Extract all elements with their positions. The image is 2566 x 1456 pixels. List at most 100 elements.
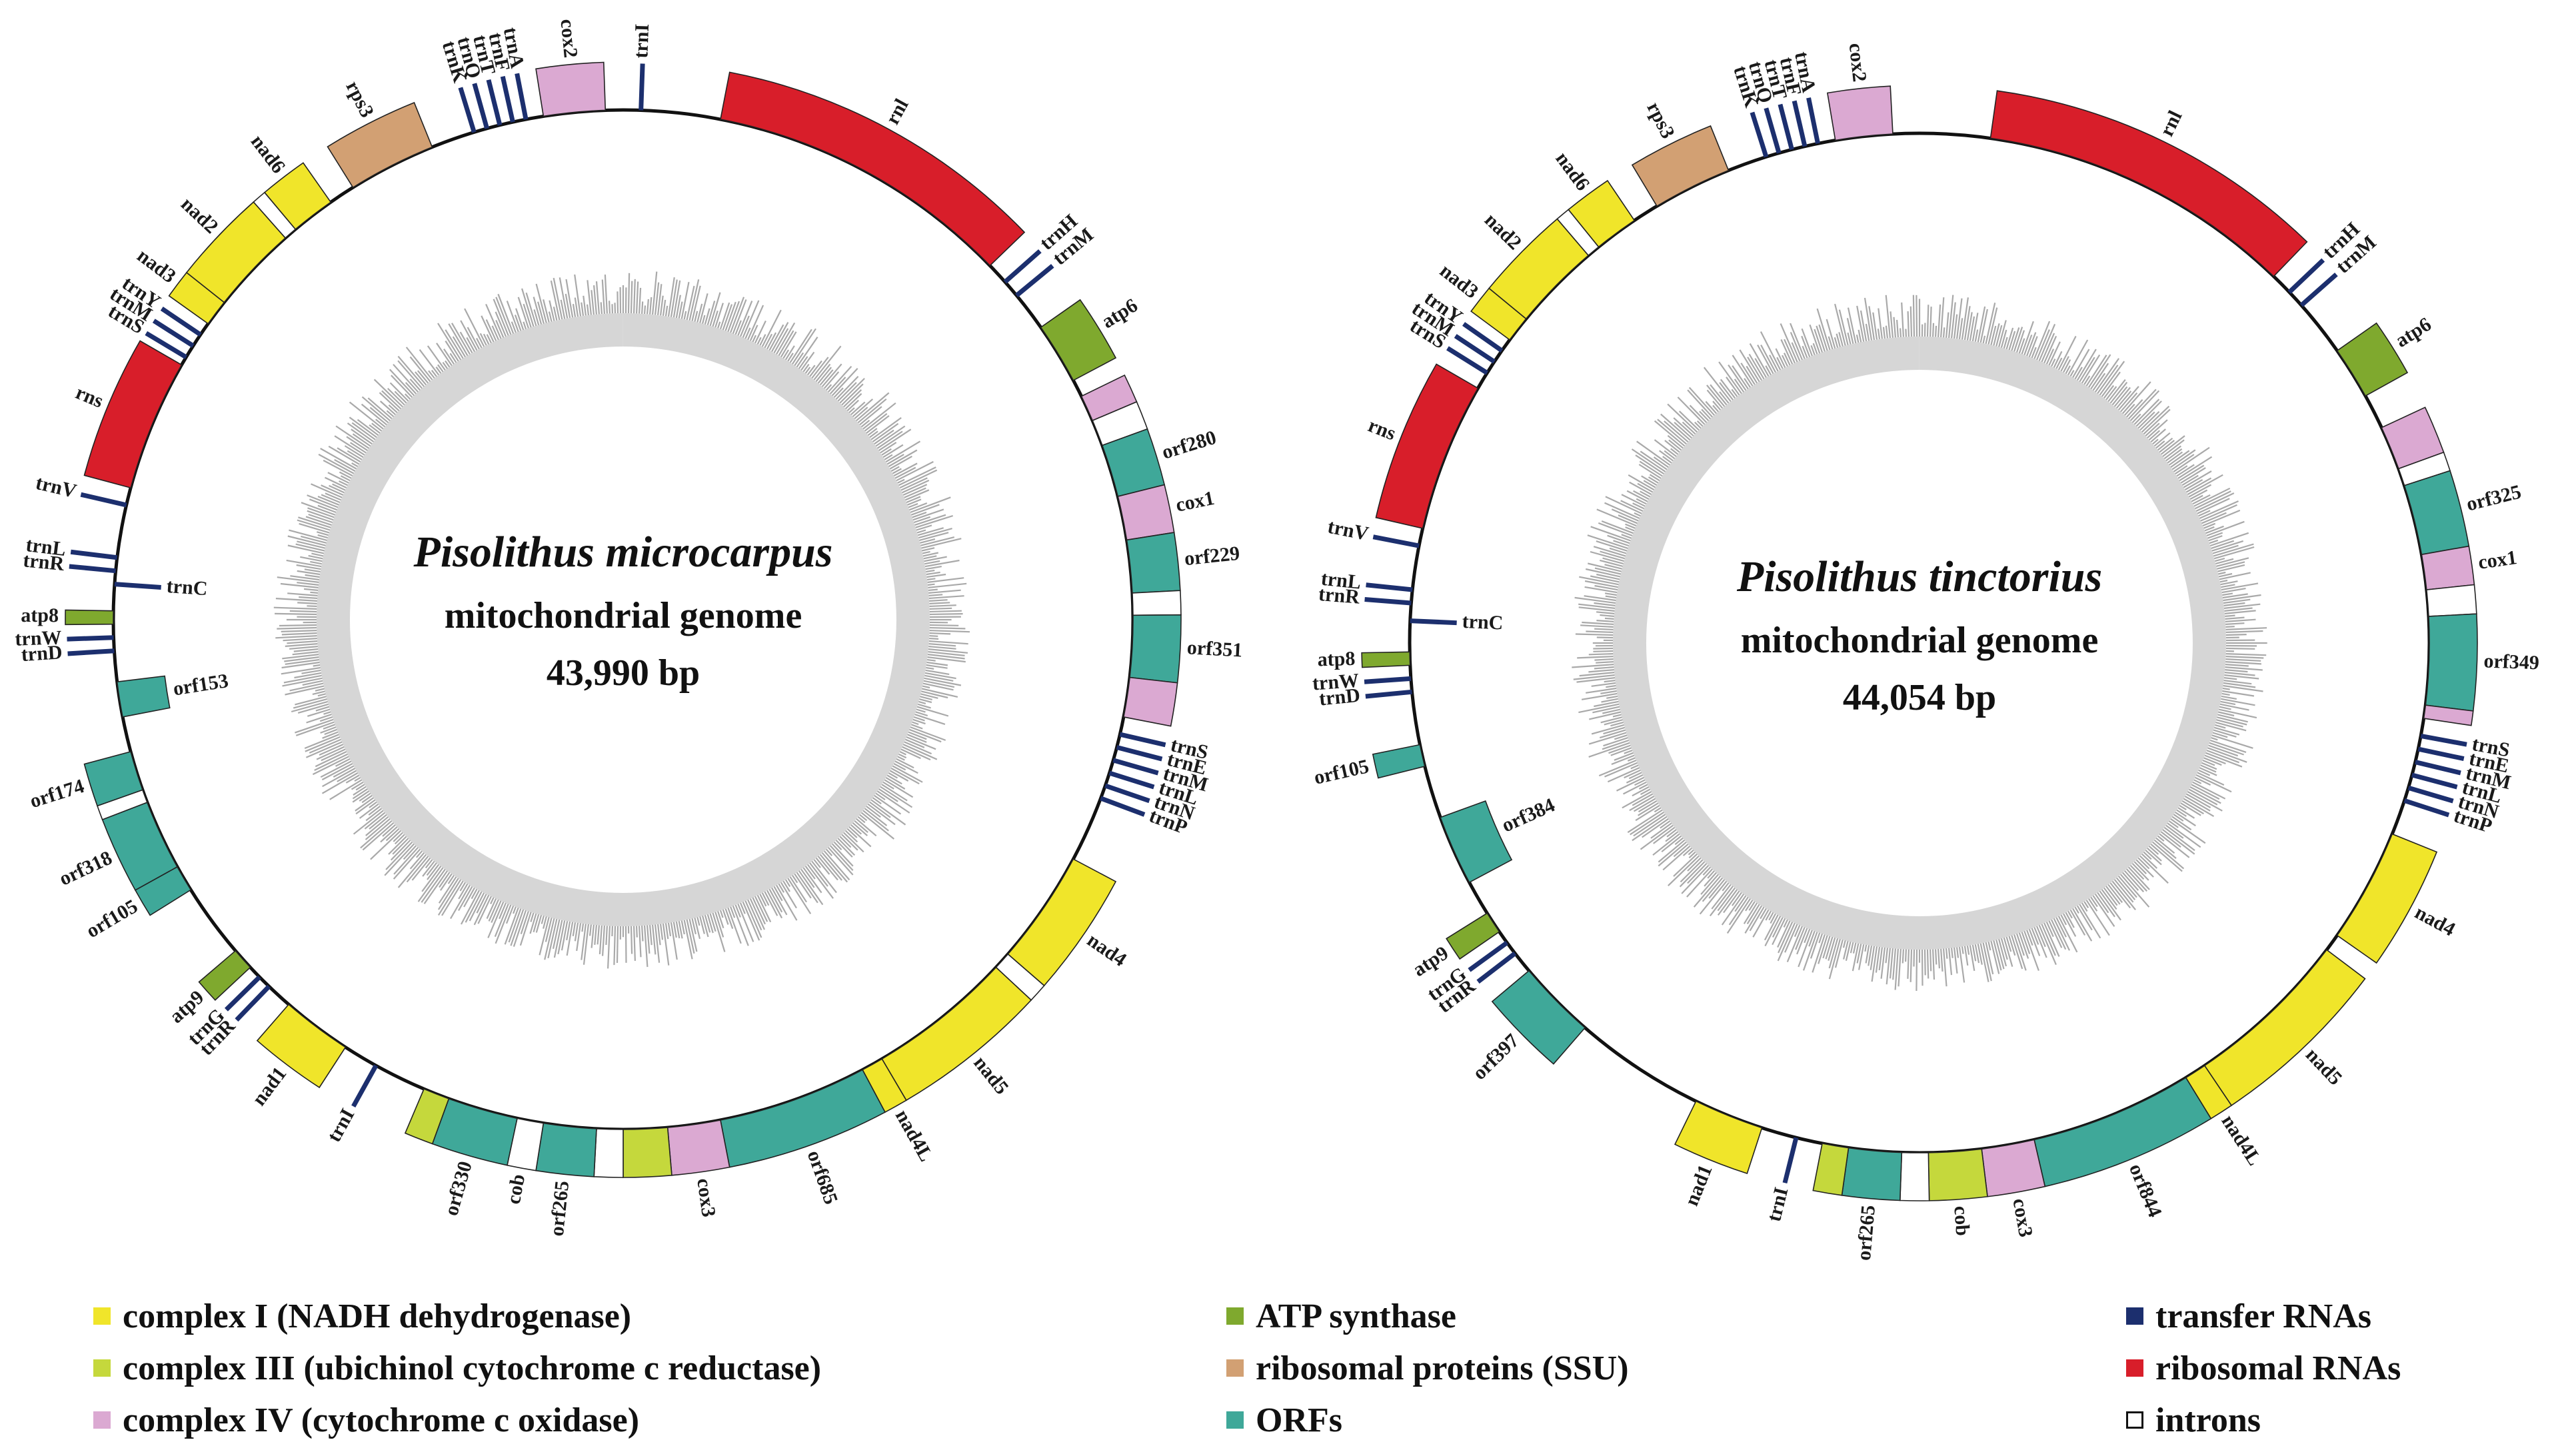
map-title: Pisolithus tinctorius [1736, 552, 2102, 601]
gene-label: orf265 [546, 1179, 574, 1237]
gene-orf105: orf105 [1312, 744, 1426, 789]
gene-label: orf330 [440, 1159, 477, 1218]
trna-mark [1003, 249, 1042, 284]
trna-mark [152, 319, 195, 348]
trna-mark [80, 492, 127, 508]
trna-mark [351, 1064, 379, 1108]
legend: complex I (NADH dehydrogenase) complex I… [0, 1293, 2566, 1456]
map-pisolithus-microcarpus: Pisolithus microcarpus mitochondrial gen… [15, 18, 1243, 1237]
trna-mark [1015, 264, 1054, 298]
trna-mark [67, 648, 115, 656]
gene-label: trnW [15, 626, 62, 650]
gene-block [1927, 1148, 1988, 1201]
gene-nad1: nad1 [248, 1004, 347, 1109]
trna-mark [1372, 534, 1420, 548]
gene-label: orf318 [56, 847, 115, 890]
gene-c3 [404, 1088, 450, 1145]
gene-label: trnC [166, 575, 209, 600]
legend-swatch [2126, 1411, 2143, 1429]
gene-orf685: orf685 [720, 1069, 886, 1207]
gene-trnC: trnC [114, 575, 209, 600]
gene-block [1568, 179, 1636, 248]
gene-label: rns [1365, 414, 1399, 445]
gene-label: trnV [1326, 516, 1370, 545]
trna-mark [2411, 772, 2458, 790]
legend-swatch [2126, 1307, 2143, 1325]
map-subtitle: mitochondrial genome [445, 595, 802, 636]
gene-rps3: rps3 [327, 77, 433, 189]
gene-label: trnI [630, 23, 653, 59]
trna-mark [1462, 322, 1504, 353]
gene-label: nad1 [248, 1063, 291, 1109]
legend-label: ORFs [1256, 1401, 1342, 1439]
gene-trnI: trnI [1763, 1137, 1799, 1223]
gene-block [1841, 1147, 1903, 1201]
gene-atp8: atp8 [21, 604, 114, 626]
legend-label: ribosomal proteins (SSU) [1256, 1349, 1629, 1387]
trna-mark [1468, 940, 1509, 972]
gene-label: rps3 [1642, 99, 1679, 142]
gene-block [720, 71, 1026, 267]
trna-mark [1112, 758, 1159, 776]
gene-label: atp8 [1317, 648, 1356, 671]
trna-mark [2287, 258, 2325, 294]
gene-block [2336, 322, 2409, 397]
gene-orf229: orf229 [1126, 532, 1241, 594]
trna-mark [1782, 1137, 1799, 1184]
gene-block [1132, 590, 1182, 616]
gene-intron [2425, 584, 2477, 617]
gene-block [535, 1122, 597, 1177]
trna-mark [1750, 111, 1769, 158]
gene-block [1826, 85, 1894, 141]
legend-label: ribosomal RNAs [2155, 1349, 2401, 1387]
trna-mark [2415, 760, 2461, 776]
trna-mark [486, 79, 503, 126]
legend-swatch [1226, 1307, 1244, 1325]
gene-label: trnR [22, 549, 65, 575]
gene-cox2: cox2 [1826, 42, 1894, 141]
gene-cox2: cox2 [535, 18, 607, 117]
gene-label: cox3 [692, 1177, 720, 1218]
legend-item-transfer-rnas: transfer RNAs [2126, 1293, 2371, 1339]
gene-block [2203, 949, 2366, 1107]
gene-rps3: rps3 [1631, 99, 1730, 207]
gene-block [2336, 833, 2438, 964]
gene-trnR: trnR [1318, 583, 1412, 608]
gene-label: nad4L [891, 1106, 938, 1165]
trna-mark [2420, 733, 2467, 747]
gene-trnR: trnR [22, 549, 116, 575]
gene-label: orf349 [2483, 650, 2539, 674]
gene-label: cob [1949, 1205, 1973, 1237]
gene-label: nad1 [1680, 1161, 1716, 1209]
trna-mark [1100, 796, 1146, 817]
gene-label: rns [73, 381, 107, 412]
gene-block [65, 609, 114, 626]
gene-label: orf105 [1312, 755, 1371, 789]
gene-orf265: orf265 [1841, 1147, 1903, 1261]
gene-trnI: trnI [323, 1064, 379, 1145]
gene-trnW: trnW [15, 626, 114, 650]
gene-orf318: orf318 [56, 802, 179, 891]
gene-label: orf351 [1186, 636, 1243, 661]
gene-label: orf685 [803, 1147, 842, 1207]
gene-block [1126, 532, 1181, 594]
gene-orf153: orf153 [116, 670, 230, 718]
legend-swatch [1226, 1411, 1244, 1429]
trna-mark [2407, 785, 2454, 804]
gene-trnL: trnL [1320, 568, 1413, 594]
legend-item-orfs: ORFs [1226, 1397, 1342, 1443]
trna-mark [70, 549, 118, 560]
gene-label: cox1 [1174, 487, 1216, 516]
trna-mark [69, 564, 116, 574]
gene-label: nad6 [1551, 148, 1594, 195]
gene-trnW: trnW [1312, 670, 1412, 695]
trna-mark [114, 582, 161, 590]
gene-block [1446, 912, 1500, 960]
gene-block [1674, 1100, 1763, 1175]
gene-nad5: nad5 [881, 966, 1032, 1101]
trna-mark [515, 73, 529, 120]
gene-orf351: orf351 [1129, 614, 1243, 684]
gene-block [2425, 613, 2478, 712]
legend-label: introns [2155, 1401, 2261, 1439]
